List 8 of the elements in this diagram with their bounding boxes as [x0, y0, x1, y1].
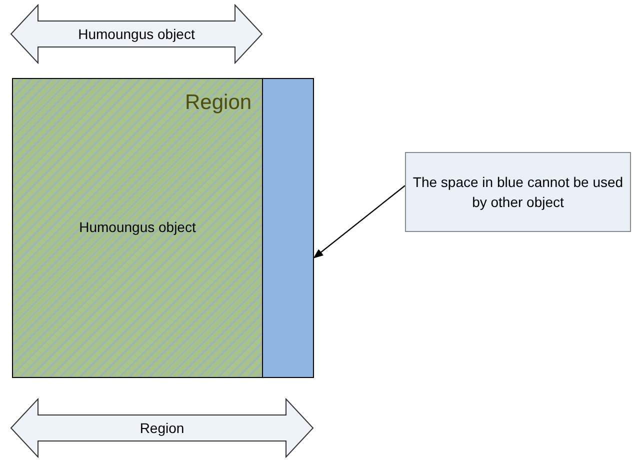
callout-box: The space in blue cannot be used by other object [405, 152, 631, 232]
reserved-space-strip [262, 79, 313, 377]
arrow [313, 185, 406, 258]
arrow-label: Region [140, 420, 184, 436]
region-label: Region [185, 91, 252, 115]
region-box [12, 78, 314, 378]
arrow-label: Humoungus object [78, 26, 195, 42]
object-label: Humoungus object [79, 219, 196, 235]
